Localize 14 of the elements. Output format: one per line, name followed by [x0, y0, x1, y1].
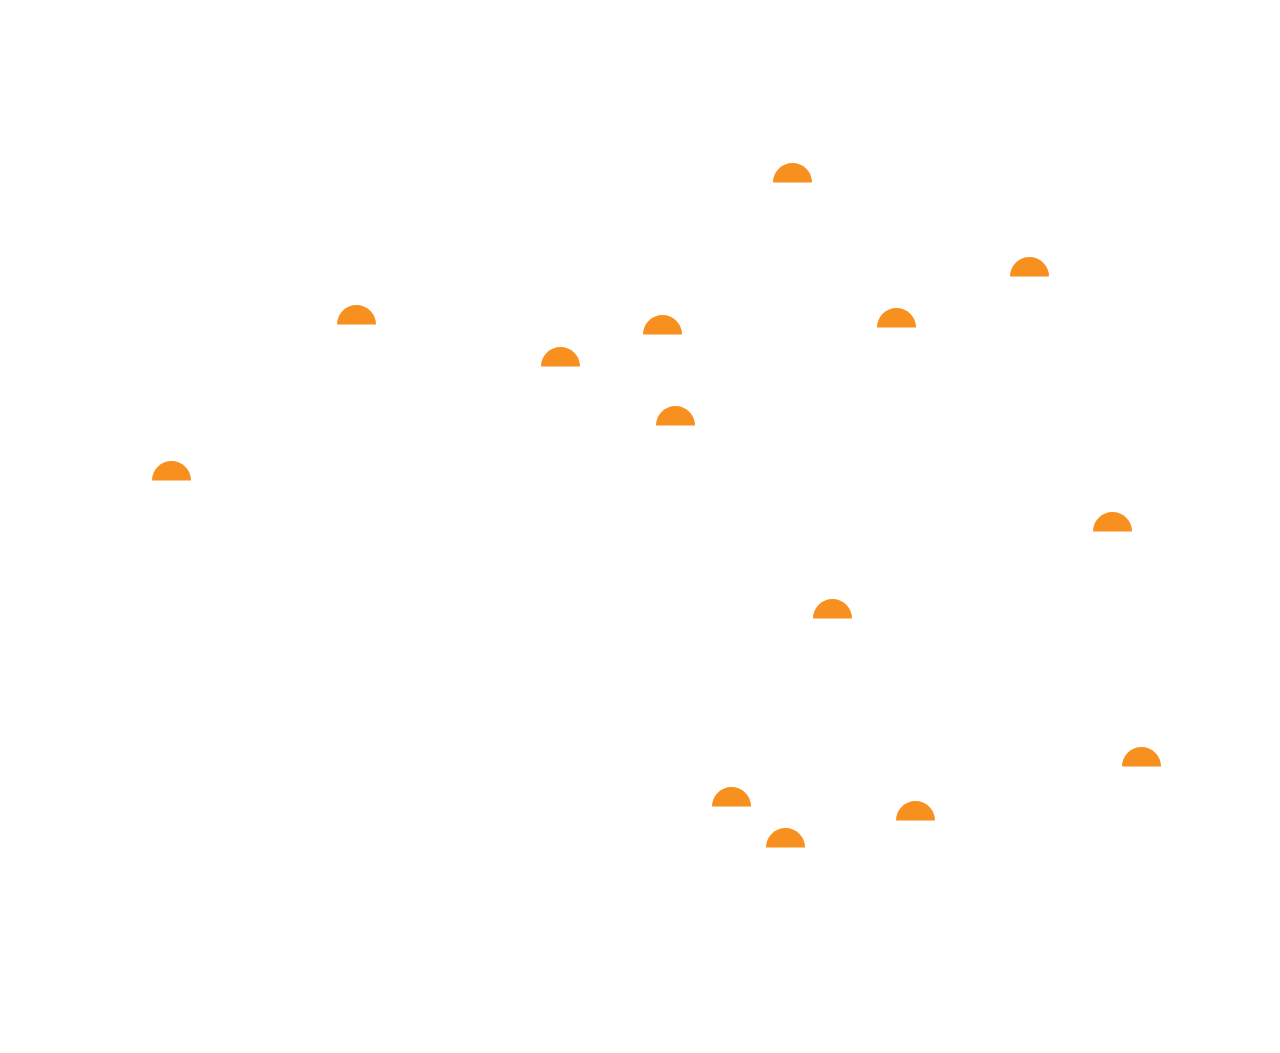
semicircle-marker: [711, 786, 751, 806]
semicircle-marker: [772, 162, 812, 182]
semicircle-marker: [336, 304, 376, 324]
semicircle-marker: [812, 598, 852, 618]
semicircle-marker: [540, 346, 580, 366]
semicircle-marker: [642, 314, 682, 334]
semicircle-marker: [765, 827, 805, 847]
semicircle-marker: [876, 307, 916, 327]
semicircle-marker: [151, 460, 191, 480]
semicircle-marker: [655, 405, 695, 425]
semicircle-marker: [895, 800, 935, 820]
semicircle-marker: [1121, 746, 1161, 766]
semicircle-marker: [1092, 511, 1132, 531]
semicircle-marker: [1009, 256, 1049, 276]
